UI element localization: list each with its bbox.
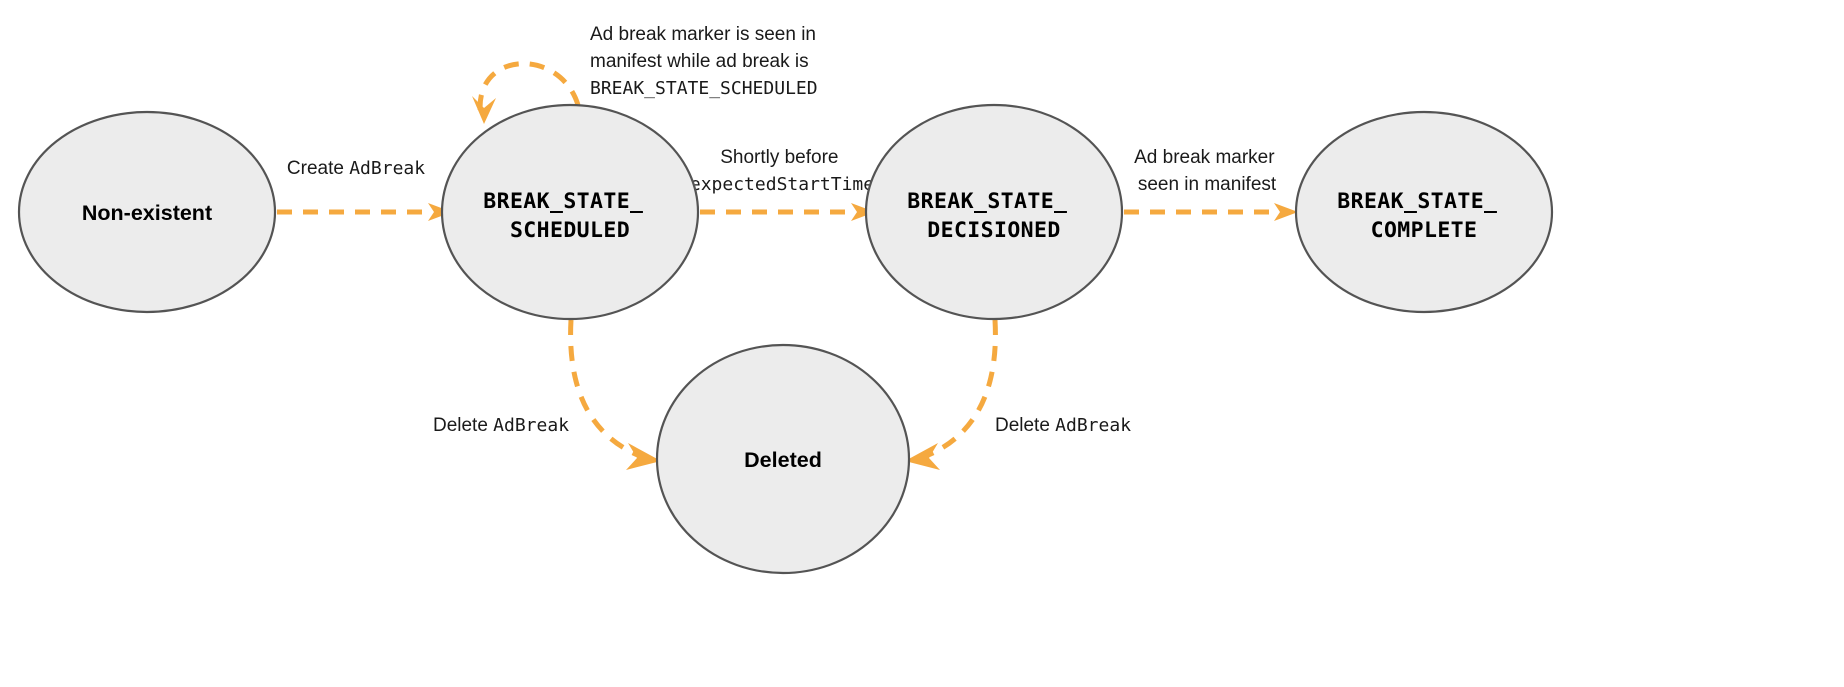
edge-shortly-before-label-line2: expectedStartTime (690, 174, 874, 195)
node-deleted[interactable]: Deleted (655, 343, 911, 575)
node-break-state-scheduled-shape (440, 103, 700, 321)
node-deleted-label: Deleted (744, 448, 822, 472)
edge-shortly-before-label: Shortly before expectedStartTime (690, 147, 874, 195)
edge-shortly-before-label-line1: Shortly before (720, 147, 838, 168)
node-break-state-scheduled-label: BREAK_STATE_ SCHEDULED (483, 189, 657, 243)
edge-marker-seen-in-manifest[interactable]: Ad break marker seen in manifest (1124, 147, 1298, 221)
edge-shortly-before-arrowhead (851, 203, 875, 221)
edge-marker-seen-arrowhead (1274, 203, 1298, 221)
edge-self-loop-label-line3: BREAK_STATE_SCHEDULED (590, 78, 818, 99)
node-deleted-shape (655, 343, 911, 575)
edge-delete-left-label-sans: Delete (433, 415, 493, 436)
node-break-state-decisioned-label: BREAK_STATE_ DECISIONED (907, 189, 1081, 243)
edge-create-adbreak-label-mono: AdBreak (349, 158, 425, 179)
node-break-state-complete-label: BREAK_STATE_ COMPLETE (1337, 189, 1511, 243)
node-scheduled-line1: BREAK_STATE_ (483, 189, 643, 214)
edge-delete-left-label-mono: AdBreak (493, 415, 569, 436)
edge-self-loop-label-line2: manifest while ad break is (590, 51, 809, 72)
edge-self-loop-label-line1: Ad break marker is seen in (590, 24, 816, 45)
edge-create-adbreak-arrowhead (428, 203, 452, 221)
node-complete-line2: COMPLETE (1371, 218, 1478, 243)
node-decisioned-line1: BREAK_STATE_ (907, 189, 1067, 214)
edge-marker-seen-label-line2: seen in manifest (1138, 174, 1277, 195)
node-break-state-complete[interactable]: BREAK_STATE_ COMPLETE (1294, 110, 1554, 314)
edge-self-loop-marker-seen[interactable]: Ad break marker is seen in manifest whil… (472, 24, 821, 124)
edge-delete-from-decisioned-line (917, 319, 998, 462)
node-break-state-decisioned-shape (864, 103, 1124, 321)
edge-shortly-before[interactable]: Shortly before expectedStartTime (690, 147, 875, 221)
node-complete-line1: BREAK_STATE_ (1337, 189, 1497, 214)
edge-delete-from-decisioned-arrowhead (905, 443, 940, 470)
node-scheduled-line2: SCHEDULED (510, 218, 630, 243)
edge-delete-from-decisioned[interactable]: Delete AdBreak (905, 319, 1131, 470)
edge-marker-seen-label-line1: Ad break marker (1134, 147, 1275, 168)
edge-self-loop-line (477, 61, 581, 119)
node-non-existent-label: Non-existent (82, 201, 212, 225)
edge-self-loop-label: Ad break marker is seen in manifest whil… (590, 24, 821, 99)
node-decisioned-line2: DECISIONED (927, 218, 1060, 243)
edge-delete-from-scheduled-line (568, 319, 649, 462)
node-non-existent-shape (17, 110, 277, 314)
node-break-state-complete-shape (1294, 110, 1554, 314)
edge-create-adbreak-label: Create AdBreak (287, 158, 425, 179)
edge-create-adbreak-label-sans: Create (287, 158, 349, 179)
edge-delete-from-scheduled[interactable]: Delete AdBreak (433, 319, 661, 470)
node-break-state-scheduled[interactable]: BREAK_STATE_ SCHEDULED (440, 103, 700, 321)
edge-delete-right-label-mono: AdBreak (1055, 415, 1131, 436)
edge-delete-right-label-sans: Delete (995, 415, 1055, 436)
edge-delete-from-decisioned-label: Delete AdBreak (995, 415, 1131, 436)
edge-delete-from-scheduled-label: Delete AdBreak (433, 415, 569, 436)
edge-self-loop-arrowhead (472, 96, 496, 124)
node-break-state-decisioned[interactable]: BREAK_STATE_ DECISIONED (864, 103, 1124, 321)
node-non-existent[interactable]: Non-existent (17, 110, 277, 314)
edge-delete-from-scheduled-arrowhead (626, 443, 661, 470)
edge-create-adbreak[interactable]: Create AdBreak (277, 158, 452, 221)
edge-marker-seen-label: Ad break marker seen in manifest (1134, 147, 1280, 195)
